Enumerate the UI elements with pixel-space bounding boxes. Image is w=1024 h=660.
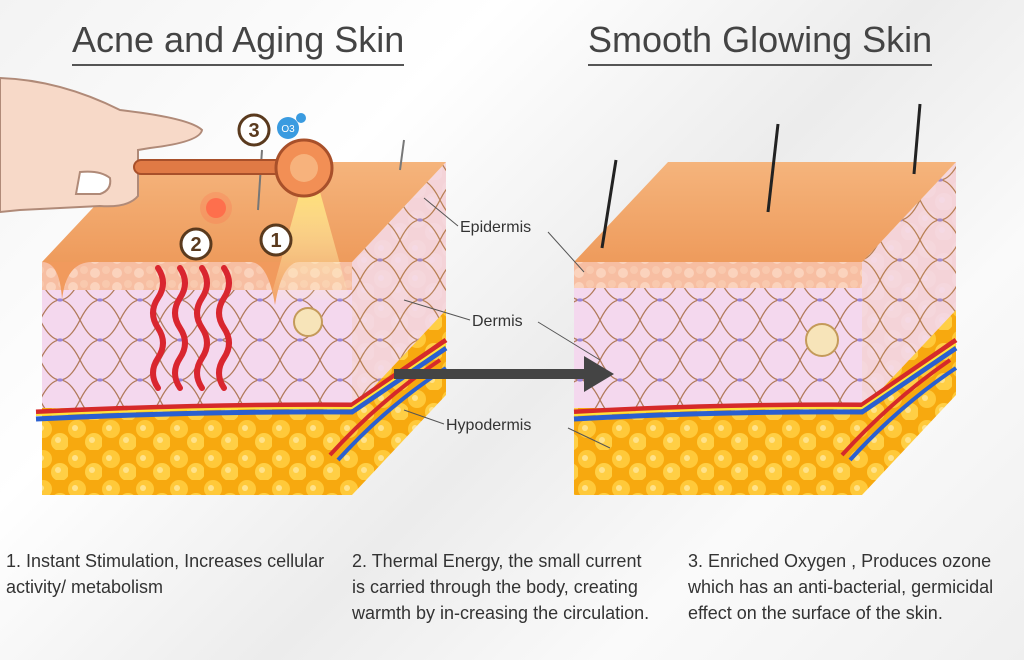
svg-text:O3: O3	[281, 124, 295, 135]
hand	[0, 76, 204, 214]
caption-enriched-oxygen: 3. Enriched Oxygen , Produces ozone whic…	[688, 551, 994, 623]
right-skin-surface	[574, 162, 956, 262]
skin-diagram: 3 O3 2 1 Epidermis	[0, 76, 958, 495]
right-artery	[573, 337, 958, 415]
acne-spot	[206, 198, 226, 218]
label-epidermis: Epidermis	[423, 197, 585, 273]
right-sebaceous-gland	[805, 323, 839, 357]
svg-text:Hypodermis: Hypodermis	[446, 417, 531, 434]
svg-text:Dermis: Dermis	[472, 313, 523, 330]
svg-text:2: 2	[190, 234, 201, 256]
right-hair-3	[912, 103, 922, 175]
label-dermis: Dermis	[403, 299, 601, 361]
svg-text:Epidermis: Epidermis	[460, 219, 531, 236]
right-epidermis-layer	[574, 262, 862, 288]
pore-1	[42, 262, 92, 300]
title-acne-aging-skin: Acne and Aging Skin	[72, 18, 405, 66]
light-beam	[270, 192, 350, 300]
svg-text:3: 3	[248, 120, 259, 142]
right-hair-2	[766, 123, 780, 213]
left-artery	[35, 337, 448, 415]
marker-three: 3	[237, 113, 271, 147]
title-smooth-glowing-skin: Smooth Glowing Skin	[588, 18, 933, 66]
marker-two: 2	[179, 227, 213, 261]
svg-text:1: 1	[270, 230, 281, 252]
left-hypodermis-layer	[42, 408, 352, 495]
left-vein	[35, 345, 448, 422]
hand-with-device	[0, 76, 334, 214]
right-vein	[573, 345, 958, 422]
left-skin-surface	[42, 162, 446, 262]
transition-arrow-head	[584, 356, 614, 392]
heat-waves	[150, 265, 232, 391]
caption-instant-stimulation: 1. Instant Stimulation, Increases cellul…	[6, 551, 325, 597]
right-hypodermis-layer	[574, 408, 862, 495]
marker-one: 1	[259, 223, 293, 257]
ozone-icon: O3	[277, 113, 306, 139]
acne-skin-block	[35, 139, 448, 495]
sebaceous-gland	[293, 307, 323, 337]
smooth-skin-block	[573, 103, 958, 495]
caption-thermal-energy: 2. Thermal Energy, the small current is …	[352, 551, 650, 623]
right-hair-1	[600, 159, 618, 249]
fingernail	[74, 170, 112, 195]
label-hypodermis: Hypodermis	[403, 409, 611, 449]
